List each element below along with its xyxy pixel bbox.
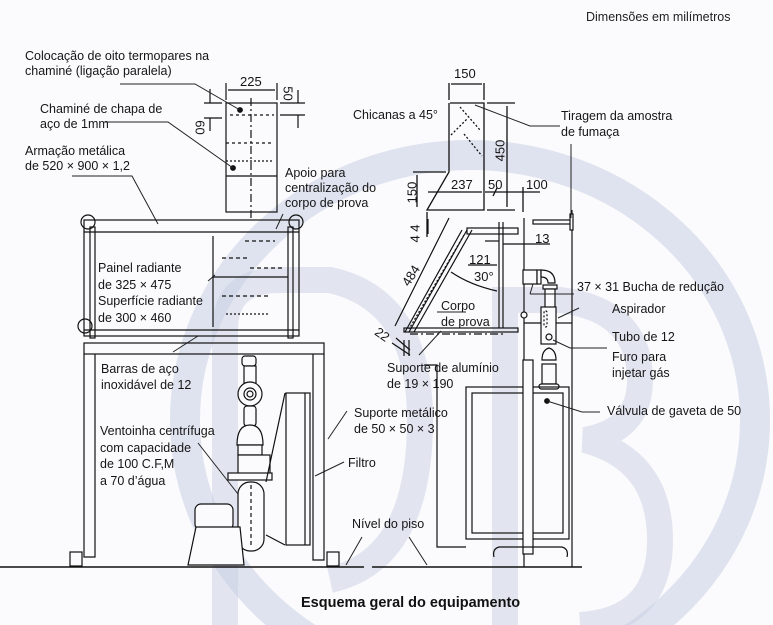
- centrifugal-fan: [187, 355, 273, 566]
- label-gas-hole: Furo para injetar gás: [612, 349, 670, 381]
- label-line: a 70 d’água: [100, 473, 166, 488]
- label-thermocouples: Colocação de oito termopares na chaminé …: [25, 49, 209, 79]
- dim-hood-lower: 150: [404, 181, 420, 204]
- label-line: Chaminé de chapa de: [40, 102, 163, 116]
- dim-thermo-spacing: 60: [192, 120, 208, 135]
- figure-caption: Esquema geral do equipamento: [301, 595, 521, 611]
- units-note: Dimensões em milímetros: [586, 10, 731, 24]
- label-line: de 100 C.F,M: [100, 457, 175, 471]
- dim-hood-height: 450: [492, 139, 508, 162]
- label-specimen: Corpo de prova: [441, 298, 490, 330]
- label-line: com capacidade: [100, 440, 192, 455]
- label-line: Armação metálica: [25, 144, 126, 158]
- label-line: de 520 × 900 × 1,2: [25, 159, 130, 173]
- label-line: inoxidável de 12: [101, 378, 192, 392]
- label-filter: Filtro: [348, 456, 376, 470]
- label-line: aço de 1mm: [40, 117, 109, 131]
- label-line: Furo para: [612, 350, 667, 364]
- label-line: de 50 × 50 × 3: [354, 422, 435, 436]
- label-line: centralização do: [285, 181, 377, 195]
- dim-chimney-width: 225: [240, 74, 262, 89]
- dim-angle: 30°: [474, 269, 494, 284]
- specimen-holder: [391, 217, 550, 356]
- dim-gap-44: 4 4: [407, 224, 423, 243]
- leader-lines-left: [72, 83, 428, 566]
- dim-offset-13: 13: [535, 231, 550, 246]
- label-line: de prova: [441, 315, 490, 329]
- dim-span-100: 100: [526, 177, 548, 192]
- label-line: Suporte metálico: [354, 406, 448, 420]
- label-line: de fumaça: [561, 125, 620, 139]
- dim-span-237: 237: [451, 177, 473, 192]
- label-line: Colocação de oito termopares na: [25, 49, 210, 63]
- label-centrifugal-fan: Ventoinha centrífuga com capacidade de 1…: [100, 423, 215, 489]
- label-gate-valve: Válvula de gaveta de 50: [607, 404, 742, 418]
- label-aspirator: Aspirador: [612, 302, 666, 316]
- smoke-hood: [413, 83, 540, 237]
- label-metal-frame: Armação metálica de 520 × 900 × 1,2: [25, 144, 130, 174]
- label-metal-support: Suporte metálico de 50 × 50 × 3: [354, 405, 448, 437]
- label-reducer: 37 × 31 Bucha de redução: [577, 280, 724, 294]
- label-steel-bars: Barras de aço inoxidável de 12: [101, 361, 191, 393]
- label-line: chaminé (ligação paralela): [25, 64, 172, 78]
- label-floor-level: Nível do piso: [352, 517, 425, 531]
- label-line: Painel radiante: [98, 261, 182, 275]
- label-tube: Tubo de 12: [612, 330, 675, 344]
- label-line: Ventoinha centrífuga: [100, 424, 215, 438]
- watermark-logo: [170, 140, 770, 625]
- label-line: Suporte de alumínio: [387, 361, 499, 375]
- table-stand: [69, 342, 340, 567]
- label-line: de 300 × 460: [98, 310, 172, 325]
- label-smoke-sampling: Tiragem da amostra de fumaça: [561, 108, 672, 140]
- gate-valve-cabinet: [424, 359, 570, 558]
- chimney: [204, 83, 305, 220]
- label-baffles: Chicanas a 45°: [353, 108, 438, 122]
- label-line: injetar gás: [612, 366, 670, 380]
- label-line: de 325 × 475: [98, 277, 172, 292]
- label-line: Corpo: [441, 299, 476, 313]
- label-line: Tiragem da amostra: [561, 109, 673, 123]
- label-radiant-panel: Painel radiante de 325 × 475 Superfície …: [98, 260, 203, 326]
- leader-lines-right: [418, 104, 607, 413]
- radiant-panel-frame: [77, 214, 304, 339]
- label-line: Barras de aço: [101, 362, 179, 376]
- label-chimney: Chaminé de chapa de aço de 1mm: [40, 102, 162, 132]
- dim-offset-121: 121: [469, 252, 491, 267]
- dim-top-offset: 50: [280, 86, 296, 101]
- label-specimen-support: Apoio para centralização do corpo de pro…: [285, 166, 376, 211]
- label-line: Apoio para: [285, 166, 346, 180]
- label-line: corpo de prova: [285, 196, 369, 210]
- dim-hood-width: 150: [454, 66, 476, 81]
- label-aluminum-support: Suporte de alumínio de 19 × 190: [387, 360, 499, 392]
- dim-span-50: 50: [488, 177, 503, 192]
- label-line: de 19 × 190: [387, 377, 454, 391]
- filter-unit: [265, 392, 311, 546]
- label-line: Superfície radiante: [98, 294, 203, 308]
